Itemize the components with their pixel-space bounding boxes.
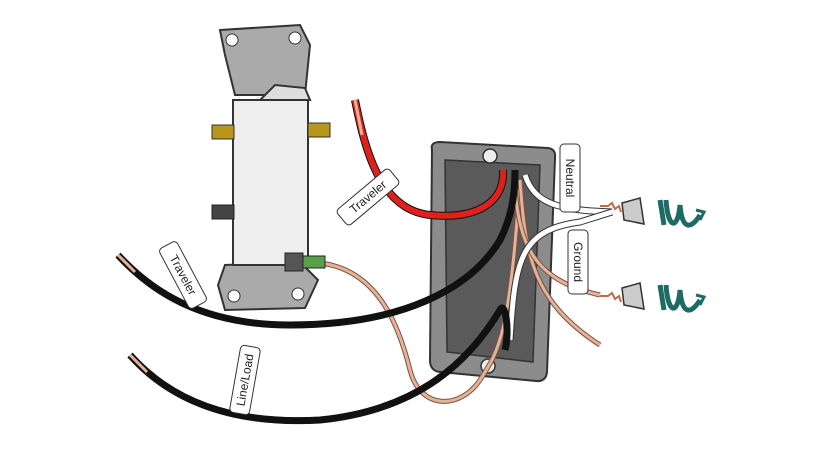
wire-nut-ground: [600, 282, 645, 310]
wire-nut-neutral: [600, 197, 645, 225]
brass-screw-right: [307, 122, 331, 138]
label-text: Ground: [571, 242, 585, 282]
label-line-load: Line/Load: [229, 344, 261, 416]
dark-screw: [211, 204, 235, 220]
label-text: Neutral: [563, 159, 577, 198]
ground-screw: [284, 252, 326, 272]
label-traveler-black: Traveler: [159, 241, 207, 309]
label-ground: Ground: [567, 229, 589, 295]
label-neutral: Neutral: [559, 143, 581, 213]
twist-arrow-icon: [657, 284, 707, 313]
twist-arrow-icon: [657, 199, 707, 228]
light-switch: [211, 23, 331, 312]
black-traveler-wire: [115, 169, 519, 329]
black-line-load-wire: [127, 304, 511, 425]
brass-screw-left: [211, 124, 235, 140]
